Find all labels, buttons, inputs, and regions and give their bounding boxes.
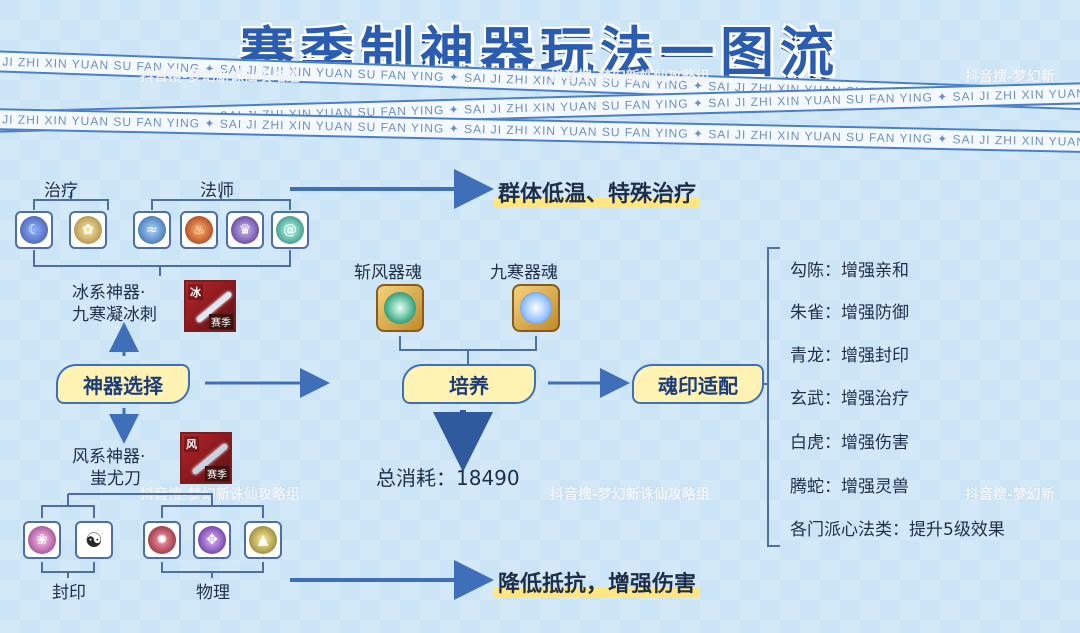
- demon-icon: ✹: [148, 526, 176, 554]
- phoenix-icon: ♨: [185, 216, 213, 244]
- soul1-label: 斩风器魂: [354, 263, 422, 283]
- claw-icon: ✥: [198, 526, 226, 554]
- weapon-select-node: 神器选择: [56, 364, 190, 404]
- mage-label: 法师: [200, 181, 234, 201]
- triangle-icon: ▲: [249, 526, 277, 554]
- flower-icon: ❀: [28, 526, 56, 554]
- ice-weapon-image: 冰 赛季: [184, 280, 236, 332]
- ice-weapon-name-line2: 九寒凝冰刺: [72, 305, 157, 325]
- imprint-item: 勾陈：增强亲和: [790, 261, 909, 281]
- imprint-node: 魂印适配: [632, 364, 764, 404]
- wind-weapon-name-line2: 蚩尤刀: [90, 469, 141, 489]
- wind-weapon-tag: 风: [184, 436, 199, 452]
- moon-icon: ☾: [20, 216, 48, 244]
- wind-weapon-image: 风 赛季: [180, 432, 232, 484]
- wind-weapon-season: 赛季: [205, 466, 229, 481]
- imprint-item: 朱雀：增强防御: [790, 303, 909, 323]
- mage-skill-icon-4: @: [271, 211, 309, 249]
- ice-weapon-season: 赛季: [209, 314, 233, 329]
- imprint-item: 青龙：增强封印: [790, 346, 909, 366]
- physical-skill-icon-3: ▲: [244, 521, 282, 559]
- watermark: 抖音搜-梦幻新诛仙攻略组: [550, 487, 710, 503]
- imprint-item: 白虎：增强伤害: [790, 433, 909, 453]
- wind-weapon-name-line1: 风系神器·: [72, 447, 146, 467]
- ice-weapon-name-line1: 冰系神器·: [72, 283, 146, 303]
- physical-skill-icon-1: ✹: [143, 521, 181, 559]
- yinyang-icon: ☯: [80, 526, 108, 554]
- seal-skill-icon-1: ❀: [23, 521, 61, 559]
- wind-weapon-name: 风系神器· 蚩尤刀: [72, 446, 145, 490]
- heal-label: 治疗: [44, 181, 78, 201]
- heal-skill-icon-2: ✿: [69, 211, 107, 249]
- ice-weapon-tag: 冰: [188, 284, 203, 300]
- wave-icon: ≈: [138, 216, 166, 244]
- mage-skill-icon-3: ♛: [226, 211, 264, 249]
- imprint-item: 玄武：增强治疗: [790, 389, 909, 409]
- physical-skill-icon-2: ✥: [193, 521, 231, 559]
- mage-skill-icon-1: ≈: [133, 211, 171, 249]
- ice-soul-icon: [512, 284, 560, 332]
- wind-soul-icon: [376, 284, 424, 332]
- green-gem-icon: [384, 292, 416, 324]
- top-result: 群体低温、特殊治疗: [494, 176, 701, 208]
- lotus-icon: ✿: [74, 216, 102, 244]
- seal-skill-icon-2: ☯: [75, 521, 113, 559]
- watermark: 抖音搜-梦幻新: [965, 69, 1055, 85]
- imprint-item: 腾蛇：增强灵兽: [790, 477, 909, 497]
- blue-gem-icon: [520, 292, 552, 324]
- heal-skill-icon-1: ☾: [15, 211, 53, 249]
- ice-weapon-name: 冰系神器· 九寒凝冰刺: [72, 282, 157, 326]
- mage-skill-icon-2: ♨: [180, 211, 218, 249]
- spiral-icon: @: [276, 216, 304, 244]
- seal-label: 封印: [52, 583, 86, 603]
- cultivate-node: 培养: [402, 364, 536, 404]
- watermark: 抖音搜-梦幻新: [965, 487, 1055, 503]
- watermark: 抖音搜-梦幻新诛仙攻略组: [550, 69, 710, 85]
- physical-label: 物理: [196, 583, 230, 603]
- soul2-label: 九寒器魂: [490, 263, 558, 283]
- bottom-result: 降低抵抗，增强伤害: [494, 566, 701, 598]
- watermark: 抖音搜-梦幻新诛仙攻略组: [140, 487, 300, 503]
- watermark: 抖音搜-梦幻新诛仙攻略组: [140, 69, 300, 85]
- total-cost: 总消耗：18490: [376, 466, 520, 490]
- imprint-item: 各门派心法类：提升5级效果: [790, 520, 1005, 540]
- crown-icon: ♛: [231, 216, 259, 244]
